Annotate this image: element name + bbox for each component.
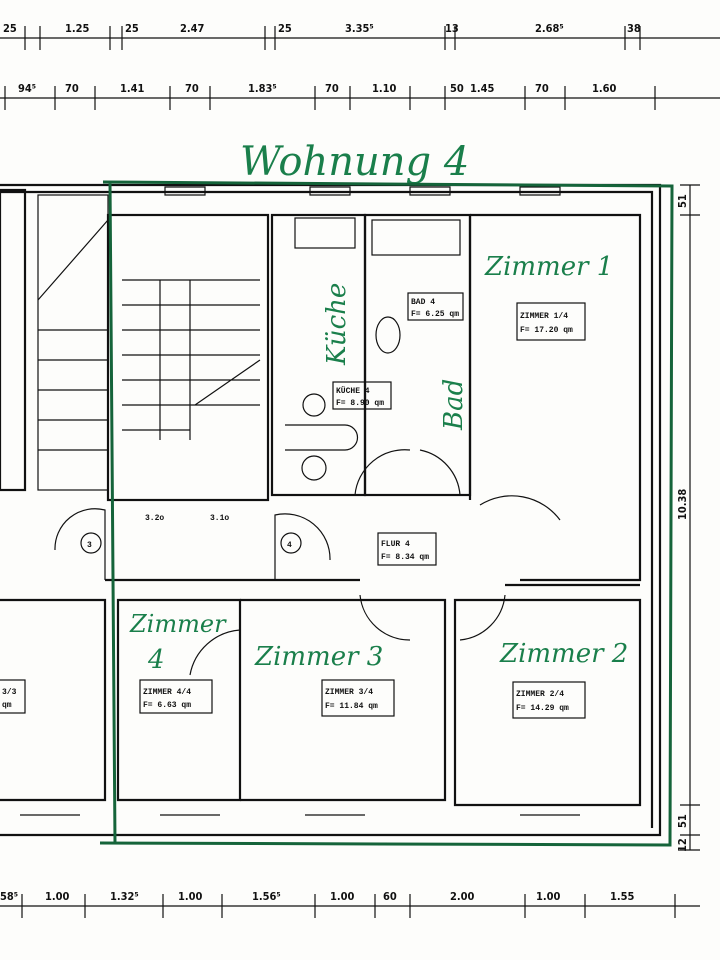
svg-text:KÜCHE 4: KÜCHE 4 xyxy=(336,387,370,396)
svg-text:Zimmer: Zimmer xyxy=(129,610,227,638)
svg-text:qm: qm xyxy=(2,701,12,710)
room-tag-bath: BAD 4 F= 6.25 qm xyxy=(407,292,464,321)
dimension-label: 2.47 xyxy=(180,22,205,35)
dimension-label: 25 xyxy=(3,22,17,35)
svg-text:Zimmer 1: Zimmer 1 xyxy=(484,252,613,282)
dimension-label: 70 xyxy=(325,82,339,95)
room-tag-zimmer3: ZIMMER 3/4 F= 11.84 qm xyxy=(321,679,395,717)
svg-text:F= 6.63 qm: F= 6.63 qm xyxy=(143,701,191,710)
dimension-label: 2.68⁵ xyxy=(535,22,564,35)
svg-text:Bad: Bad xyxy=(439,379,469,431)
dimension-label: 38 xyxy=(627,22,641,35)
svg-text:3: 3 xyxy=(87,541,92,550)
dimension-label: 70 xyxy=(185,82,199,95)
dimension-label: 25 xyxy=(278,22,292,35)
room-tag-flur: FLUR 4 F= 8.34 qm xyxy=(377,532,437,566)
dimension-label: 25 xyxy=(125,22,139,35)
dimension-label: 1.00 xyxy=(536,890,561,903)
dimension-label: 3.35⁵ xyxy=(345,22,374,35)
svg-text:3.1o: 3.1o xyxy=(210,514,229,523)
dimension-label: 1.00 xyxy=(178,890,203,903)
svg-text:ZIMMER 3/4: ZIMMER 3/4 xyxy=(325,688,373,697)
dimension-label: 1.41 xyxy=(120,82,145,95)
dimension-label: 12 xyxy=(676,838,689,852)
room-tag-zimmer4: ZIMMER 4/4 F= 6.63 qm xyxy=(139,679,213,714)
svg-text:F= 11.84 qm: F= 11.84 qm xyxy=(325,702,378,711)
svg-text:3.2o: 3.2o xyxy=(145,514,164,523)
dimension-label: 13 xyxy=(445,22,459,35)
svg-text:F= 17.20 qm: F= 17.20 qm xyxy=(520,326,573,335)
svg-text:BAD 4: BAD 4 xyxy=(411,298,435,307)
dimension-label: 1.60 xyxy=(592,82,617,95)
dimension-label: 70 xyxy=(65,82,79,95)
dimension-label: 1.25 xyxy=(65,22,90,35)
apartment-title: Wohnung 4 xyxy=(240,139,469,185)
room-tag-kitchen: KÜCHE 4 F= 8.90 qm xyxy=(332,381,392,410)
dimension-label: 60 xyxy=(383,890,397,903)
svg-text:ZIMMER 1/4: ZIMMER 1/4 xyxy=(520,312,568,321)
dimension-label: 10.38 xyxy=(676,489,689,520)
svg-text:F= 8.90 qm: F= 8.90 qm xyxy=(336,399,384,408)
svg-text:3/3: 3/3 xyxy=(2,688,17,697)
dimension-label: 51 xyxy=(676,814,689,828)
svg-text:ZIMMER 2/4: ZIMMER 2/4 xyxy=(516,690,564,699)
dimension-label: 94⁵ xyxy=(18,82,36,95)
stair-annotations: 3.2o 3.1o 3 4 xyxy=(80,514,302,554)
dimension-label: 58⁵ xyxy=(0,890,18,903)
svg-text:ZIMMER 4/4: ZIMMER 4/4 xyxy=(143,688,191,697)
room-tag-neighbour: 3/3 qm xyxy=(0,679,26,714)
dimension-label: 1.56⁵ xyxy=(252,890,281,903)
dimension-label: 1.45 xyxy=(470,82,495,95)
dimension-label: 1.10 xyxy=(372,82,397,95)
dimension-label: 50 xyxy=(450,82,464,95)
svg-text:F= 6.25 qm: F= 6.25 qm xyxy=(411,310,459,319)
room-tag-zimmer2: ZIMMER 2/4 F= 14.29 qm xyxy=(512,681,586,719)
handwritten-labels: Küche Bad Zimmer 1 Zimmer 4 Zimmer 3 Zim… xyxy=(129,252,628,675)
dimension-label: 1.00 xyxy=(330,890,355,903)
dimension-label: 51 xyxy=(676,194,689,208)
svg-text:F= 14.29 qm: F= 14.29 qm xyxy=(516,704,569,713)
dimension-label: 1.55 xyxy=(610,890,635,903)
walls xyxy=(0,183,662,837)
dimension-label: 1.32⁵ xyxy=(110,890,139,903)
svg-text:Küche: Küche xyxy=(322,283,352,366)
dimension-label: 1.83⁵ xyxy=(248,82,277,95)
room-tag-zimmer1: ZIMMER 1/4 F= 17.20 qm xyxy=(516,302,586,341)
dimension-label: 2.00 xyxy=(450,890,475,903)
svg-text:4: 4 xyxy=(287,541,292,550)
svg-text:F= 8.34 qm: F= 8.34 qm xyxy=(381,553,429,562)
dimension-label: 1.00 xyxy=(45,890,70,903)
svg-text:Zimmer 2: Zimmer 2 xyxy=(499,639,628,669)
dimension-lines: 25 1.25 25 2.47 25 3.35⁵ 13 2.68⁵ 38 94⁵ 70 1.41 70 1… xyxy=(0,22,720,918)
dimension-label: 70 xyxy=(535,82,549,95)
room-tags: KÜCHE 4 F= 8.90 qm BAD 4 F= 6.25 qm ZIMMER… xyxy=(0,292,586,719)
svg-text:Zimmer 3: Zimmer 3 xyxy=(254,642,383,672)
apartment-outline xyxy=(99,180,674,847)
svg-text:FLUR 4: FLUR 4 xyxy=(381,540,410,549)
svg-text:4: 4 xyxy=(147,645,165,675)
